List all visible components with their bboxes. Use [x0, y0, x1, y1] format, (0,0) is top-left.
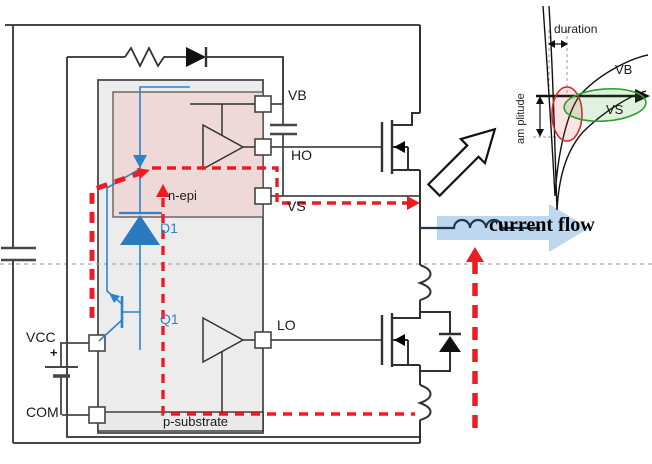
ic-pins — [88, 95, 272, 424]
d1-label: D1 — [160, 220, 178, 236]
high-side-mosfet — [380, 25, 421, 265]
outer-frame — [1, 24, 420, 444]
vb-waveform — [542, 5, 649, 197]
duration-label: duration — [554, 22, 598, 36]
pin-label-lo: LO — [277, 317, 296, 333]
p-substrate-label: p-substrate — [163, 414, 229, 429]
low-side-driver-buffer — [202, 316, 255, 413]
low-side-mosfet — [380, 264, 461, 443]
bootstrap-branch — [67, 45, 284, 104]
pin-label-vcc: VCC — [26, 329, 56, 345]
pin-label-vs: VS — [287, 198, 306, 214]
vs-waveform — [548, 5, 647, 211]
battery-plus-label: + — [50, 345, 58, 360]
n-epi-label: n-epi — [168, 188, 197, 203]
latchup-path-ho-vs — [152, 166, 410, 205]
bootstrap-diode — [186, 47, 208, 67]
parasitic-inductor-bottom — [417, 384, 432, 421]
parasitic-diode-d1 — [119, 211, 162, 245]
pin-label-ho: HO — [291, 147, 312, 163]
pin-label-vb: VB — [288, 87, 307, 103]
amplitude-label: am plitude — [515, 93, 527, 144]
supply-rail — [66, 57, 420, 438]
latchup-paths-red — [89, 166, 484, 428]
pin-com — [88, 406, 106, 424]
inset-vb-label: VB — [615, 62, 633, 77]
zoom-callout-arrow — [426, 127, 497, 198]
body-diode — [420, 311, 461, 372]
battery — [45, 343, 78, 415]
parasitic-inductor-top — [417, 264, 432, 301]
load-inductor — [420, 218, 540, 230]
pin-lo — [254, 331, 272, 349]
pin-ho — [254, 138, 272, 156]
latchup-path-nepi-psub — [161, 198, 415, 416]
waveform-inset — [533, 5, 650, 211]
pin-label-com: COM — [26, 404, 59, 420]
vs-highlight-green — [563, 87, 647, 123]
n-epi-region — [112, 91, 264, 218]
current-flow-label: current flow — [489, 214, 595, 236]
pin-vb — [254, 95, 272, 113]
pin-vs — [254, 187, 272, 205]
bootstrap-resistor — [124, 45, 186, 69]
q1-label: Q1 — [160, 311, 179, 327]
high-side-driver-buffer — [202, 104, 255, 171]
inset-vs-label: VS — [606, 102, 624, 117]
ic-block — [97, 79, 264, 434]
